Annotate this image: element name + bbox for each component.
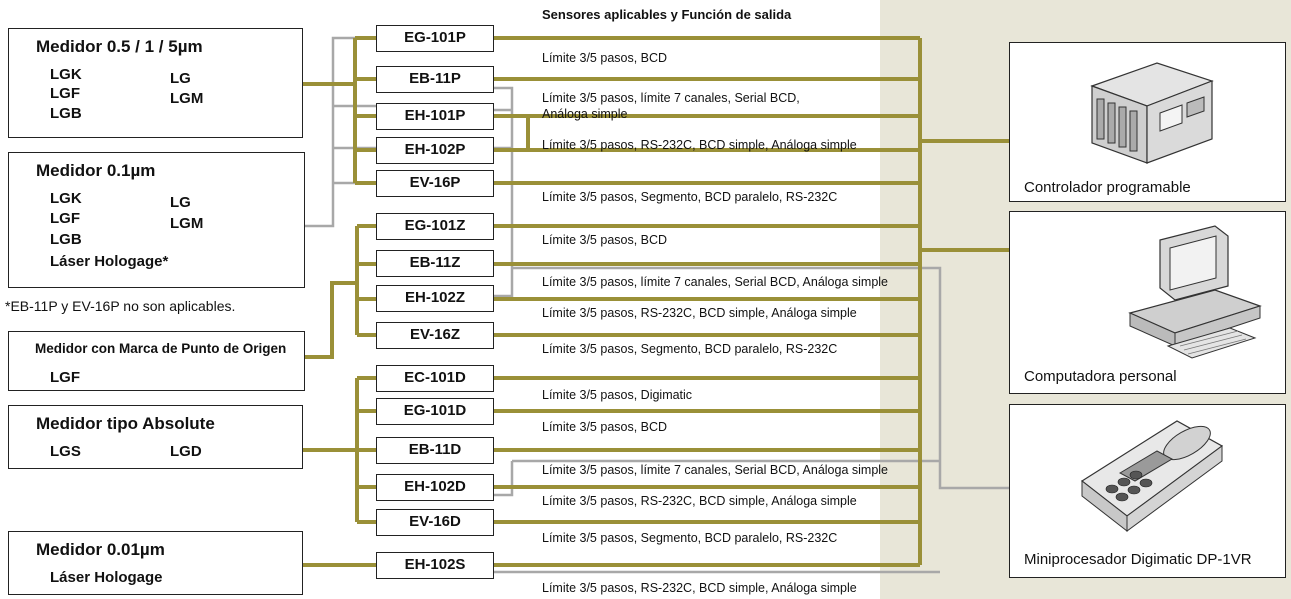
counter-model-box: EG-101Z [376,213,494,240]
counter-model-box: EV-16D [376,509,494,536]
output-function-label: Límite 3/5 pasos, Segmento, BCD paralelo… [542,531,838,545]
output-function-label: Límite 3/5 pasos, límite 7 canales, Seri… [542,463,889,477]
device-personal-computer: Computadora personal [1009,211,1286,394]
gauge-model: LG [170,70,191,87]
output-function-label: Límite 3/5 pasos, BCD [542,420,668,434]
gauge-box-0-1-micron: Medidor 0.1µm LGK LGF LGB LG LGM Láser H… [8,152,305,288]
plc-icon [1090,62,1214,164]
device-caption: Computadora personal [1024,368,1177,385]
output-function-label: Límite 3/5 pasos, Digimatic [542,388,693,402]
gauge-title: Medidor 0.01µm [36,540,165,559]
gauge-title: Medidor 0.1µm [36,161,156,180]
counter-model-box: EB-11P [376,66,494,93]
output-function-label: Límite 3/5 pasos, RS-232C, BCD simple, A… [542,138,857,152]
gauge-box-0-01-micron: Medidor 0.01µm Láser Hologage [8,531,303,595]
counter-model-box: EH-102D [376,474,494,501]
output-function-label: Límite 3/5 pasos, RS-232C, BCD simple, A… [542,306,857,320]
gauge-box-origin-mark: Medidor con Marca de Punto de Origen LGF [8,331,305,391]
output-function-label: Límite 3/5 pasos, BCD [542,233,668,247]
computer-icon [1128,225,1262,359]
gauge-model: LGM [170,90,204,107]
gauge-box-absolute: Medidor tipo Absolute LGS LGD [8,405,303,469]
counter-model-box: EV-16Z [376,322,494,349]
gauge-model: Láser Hologage [50,569,163,586]
device-caption: Miniprocesador Digimatic DP-1VR [1024,551,1252,568]
device-caption: Controlador programable [1024,179,1191,196]
gauge-model: LGK [50,190,82,207]
gauge-model: LGK [50,66,82,83]
output-function-label: Límite 3/5 pasos, Segmento, BCD paralelo… [542,190,838,204]
output-function-label: Límite 3/5 pasos, BCD [542,51,668,65]
counter-model-box: EH-102S [376,552,494,579]
output-function-label: Límite 3/5 pasos, RS-232C, BCD simple, A… [542,494,857,508]
gauge-model: LGB [50,105,82,122]
device-miniprocessor: Miniprocesador Digimatic DP-1VR [1009,404,1286,578]
gauge-model: LG [170,194,191,211]
counter-model-box: EB-11Z [376,250,494,277]
diagram-header: Sensores aplicables y Función de salida [542,7,792,22]
output-function-label: Análoga simple [542,107,628,121]
counter-model-box: EB-11D [376,437,494,464]
gauge-box-micron: Medidor 0.5 / 1 / 5µm LGK LGF LGB LG LGM [8,28,303,138]
gauge-model: LGF [50,85,80,102]
output-function-label: Límite 3/5 pasos, Segmento, BCD paralelo… [542,342,838,356]
counter-model-box: EG-101P [376,25,494,52]
device-plc: Controlador programable [1009,42,1286,202]
gauge-model: LGM [170,215,204,232]
counter-model-box: EV-16P [376,170,494,197]
counter-model-box: EC-101D [376,365,494,392]
gauge-model: LGF [50,210,80,227]
output-function-label: Límite 3/5 pasos, RS-232C, BCD simple, A… [542,581,857,595]
output-function-label: Límite 3/5 pasos, límite 7 canales, Seri… [542,275,889,289]
counter-model-box: EH-102P [376,137,494,164]
counter-model-box: EG-101D [376,398,494,425]
printer-icon [1080,420,1224,533]
gauge-title: Medidor 0.5 / 1 / 5µm [36,37,203,56]
gauge-model: LGD [170,443,202,460]
gauge-title: Medidor tipo Absolute [36,414,215,433]
output-function-label: Límite 3/5 pasos, límite 7 canales, Seri… [542,91,800,105]
counter-model-box: EH-102Z [376,285,494,312]
gauge-model: LGF [50,369,80,386]
gauge-model: Láser Hologage* [50,253,169,270]
counter-model-box: EH-101P [376,103,494,130]
gauge-model: LGS [50,443,81,460]
footnote: *EB-11P y EV-16P no son aplicables. [5,298,236,314]
gauge-title: Medidor con Marca de Punto de Origen [35,341,287,356]
gauge-model: LGB [50,231,82,248]
